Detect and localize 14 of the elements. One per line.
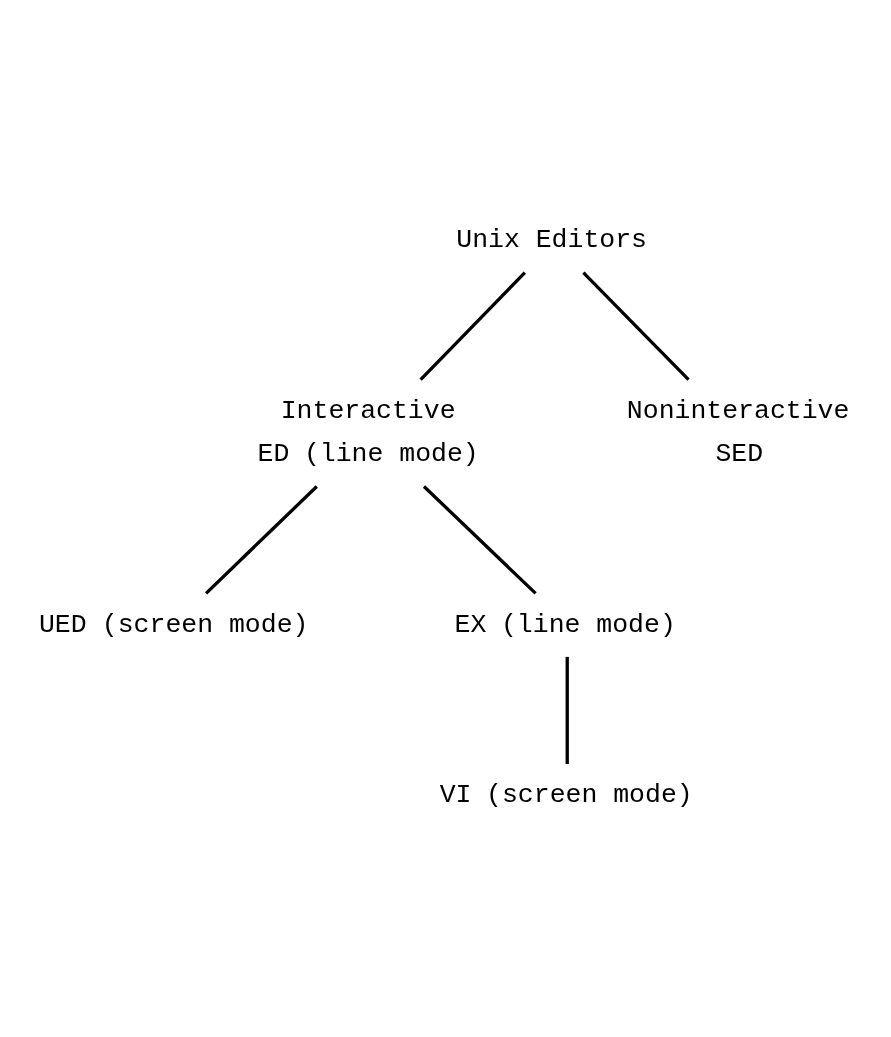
connector [204, 485, 318, 595]
node-label: (line mode) [500, 609, 676, 640]
connector [565, 656, 569, 765]
node-text: UED [38, 609, 87, 640]
node-text: Noninteractive SED [626, 395, 850, 470]
connector [419, 271, 527, 381]
connector [582, 271, 690, 381]
node-label: (line mode) [303, 439, 479, 470]
node-text: VI [439, 780, 472, 811]
node-label: (screen mode) [486, 780, 693, 811]
node-text: EX [454, 609, 487, 640]
node-label: (screen mode) [101, 609, 309, 640]
connector [422, 485, 537, 595]
node-text: Unix Editors [456, 225, 647, 256]
